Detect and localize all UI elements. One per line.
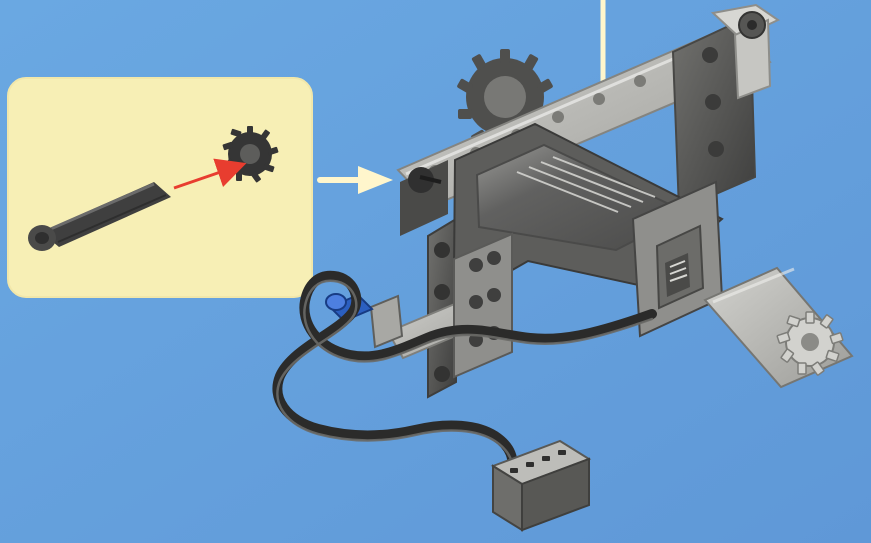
instruction-illustration: [0, 0, 871, 543]
instruction-page: [0, 0, 871, 543]
